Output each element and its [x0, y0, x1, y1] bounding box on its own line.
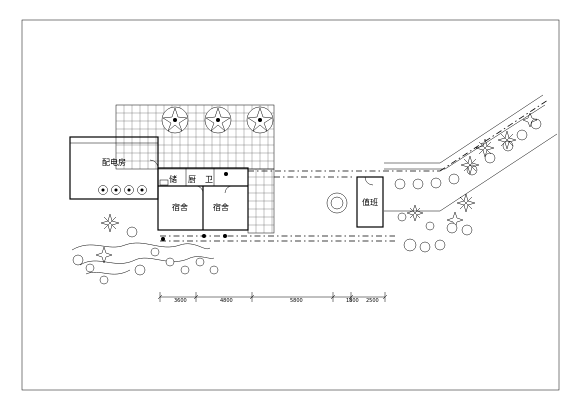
- lower-right-shrubs: [397, 212, 473, 253]
- dim-label-1: 3600: [174, 298, 187, 304]
- ornamental-plants: [406, 112, 538, 229]
- dimension-chain: [157, 292, 388, 302]
- round-planter: [326, 192, 348, 214]
- dim-label-5: 2500: [366, 298, 379, 304]
- palm-icon: [475, 138, 495, 158]
- tree-icon: [204, 106, 232, 134]
- palm-icon: [406, 204, 424, 222]
- tree-icon: [246, 106, 274, 134]
- drawing-border: [21, 19, 560, 391]
- transformer-icons: [98, 185, 147, 195]
- paved-strip: [247, 168, 275, 234]
- power-room: [69, 136, 159, 200]
- dim-label-2: 4800: [220, 298, 233, 304]
- diagonal-road: [384, 94, 558, 212]
- courtyard-trees: [161, 106, 274, 134]
- palm-icon: [100, 213, 120, 233]
- tree-icon: [161, 106, 189, 134]
- duty-room: [356, 176, 384, 228]
- dim-label-3: 5800: [290, 298, 303, 304]
- dim-label-4: 1800: [346, 298, 359, 304]
- label-dorm-2: 宿舍: [213, 202, 229, 212]
- label-duty-room: 值班: [362, 197, 378, 207]
- palm-icon: [95, 246, 113, 264]
- label-power-room: 配电房: [102, 157, 126, 167]
- label-toilet: 卫: [205, 175, 213, 184]
- palm-icon: [497, 130, 517, 150]
- lower-left-garden: [71, 213, 219, 285]
- palm-icon: [460, 155, 480, 175]
- label-dorm-1: 宿舍: [172, 202, 188, 212]
- fence-lines: [160, 170, 440, 242]
- palm-icon: [522, 112, 538, 128]
- palm-icon: [456, 193, 476, 213]
- label-kitchen: 厨: [188, 175, 196, 184]
- label-storage: 储: [169, 174, 177, 184]
- dormitory-building: [157, 167, 249, 231]
